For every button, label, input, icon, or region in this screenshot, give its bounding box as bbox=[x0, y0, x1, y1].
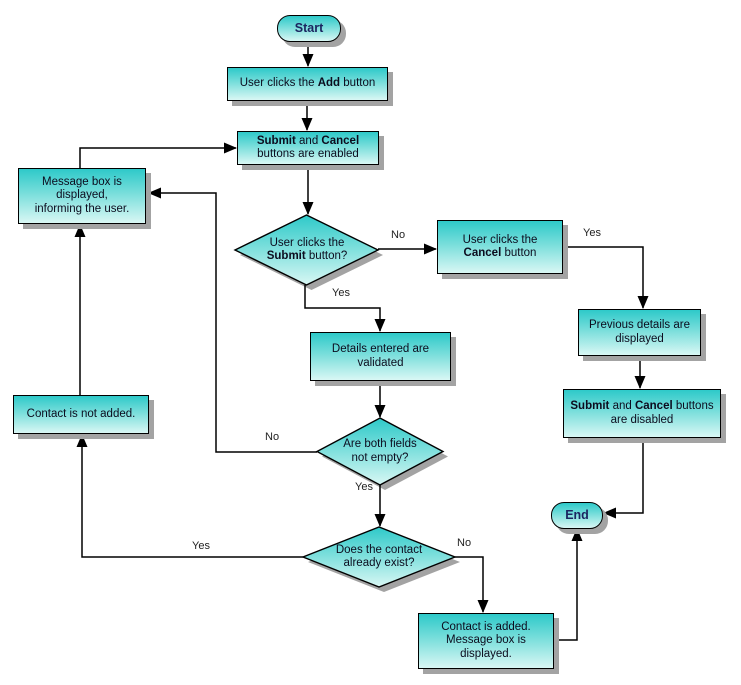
edge-decision2-no-to-msg bbox=[148, 187, 317, 453]
edge-cancel-yes-to-previous bbox=[562, 246, 649, 309]
edge-added-to-end bbox=[553, 528, 583, 641]
terminal-end-label: End bbox=[565, 507, 589, 522]
process-contact-not-added-label: Contact is not added. bbox=[26, 407, 136, 420]
connectors bbox=[74, 40, 649, 641]
decision-contact-exists-shape bbox=[301, 526, 460, 592]
edge-label-yes-cancel: Yes bbox=[583, 227, 601, 239]
edge-decision1-yes-to-validated bbox=[304, 285, 386, 332]
edge-label-yes-submit: Yes bbox=[332, 287, 350, 299]
edge-decision3-no-to-added bbox=[455, 556, 489, 613]
decision-submit-shape bbox=[233, 214, 383, 290]
edge-label-no-exists: No bbox=[457, 537, 472, 549]
edge-disabled-to-end bbox=[603, 437, 644, 519]
edge-label-yes-exists: Yes bbox=[192, 540, 210, 552]
decision-fields-empty-shape bbox=[315, 417, 448, 490]
edge-decision3-yes-to-notadded bbox=[76, 434, 303, 558]
terminal-end: End bbox=[551, 502, 603, 529]
edge-label-yes-fields: Yes bbox=[355, 481, 373, 493]
process-contact-not-added: Contact is not added. bbox=[13, 395, 149, 434]
process-user-clicks-add: User clicks the Add button bbox=[227, 67, 388, 101]
edge-label-no-submit: No bbox=[391, 229, 406, 241]
terminal-start-label: Start bbox=[294, 20, 324, 35]
edge-msg-to-enabled bbox=[79, 142, 237, 168]
process-user-clicks-add-label: User clicks the Add button bbox=[239, 77, 376, 90]
edge-label-no-fields: No bbox=[265, 431, 280, 443]
terminal-start: Start bbox=[277, 15, 341, 42]
